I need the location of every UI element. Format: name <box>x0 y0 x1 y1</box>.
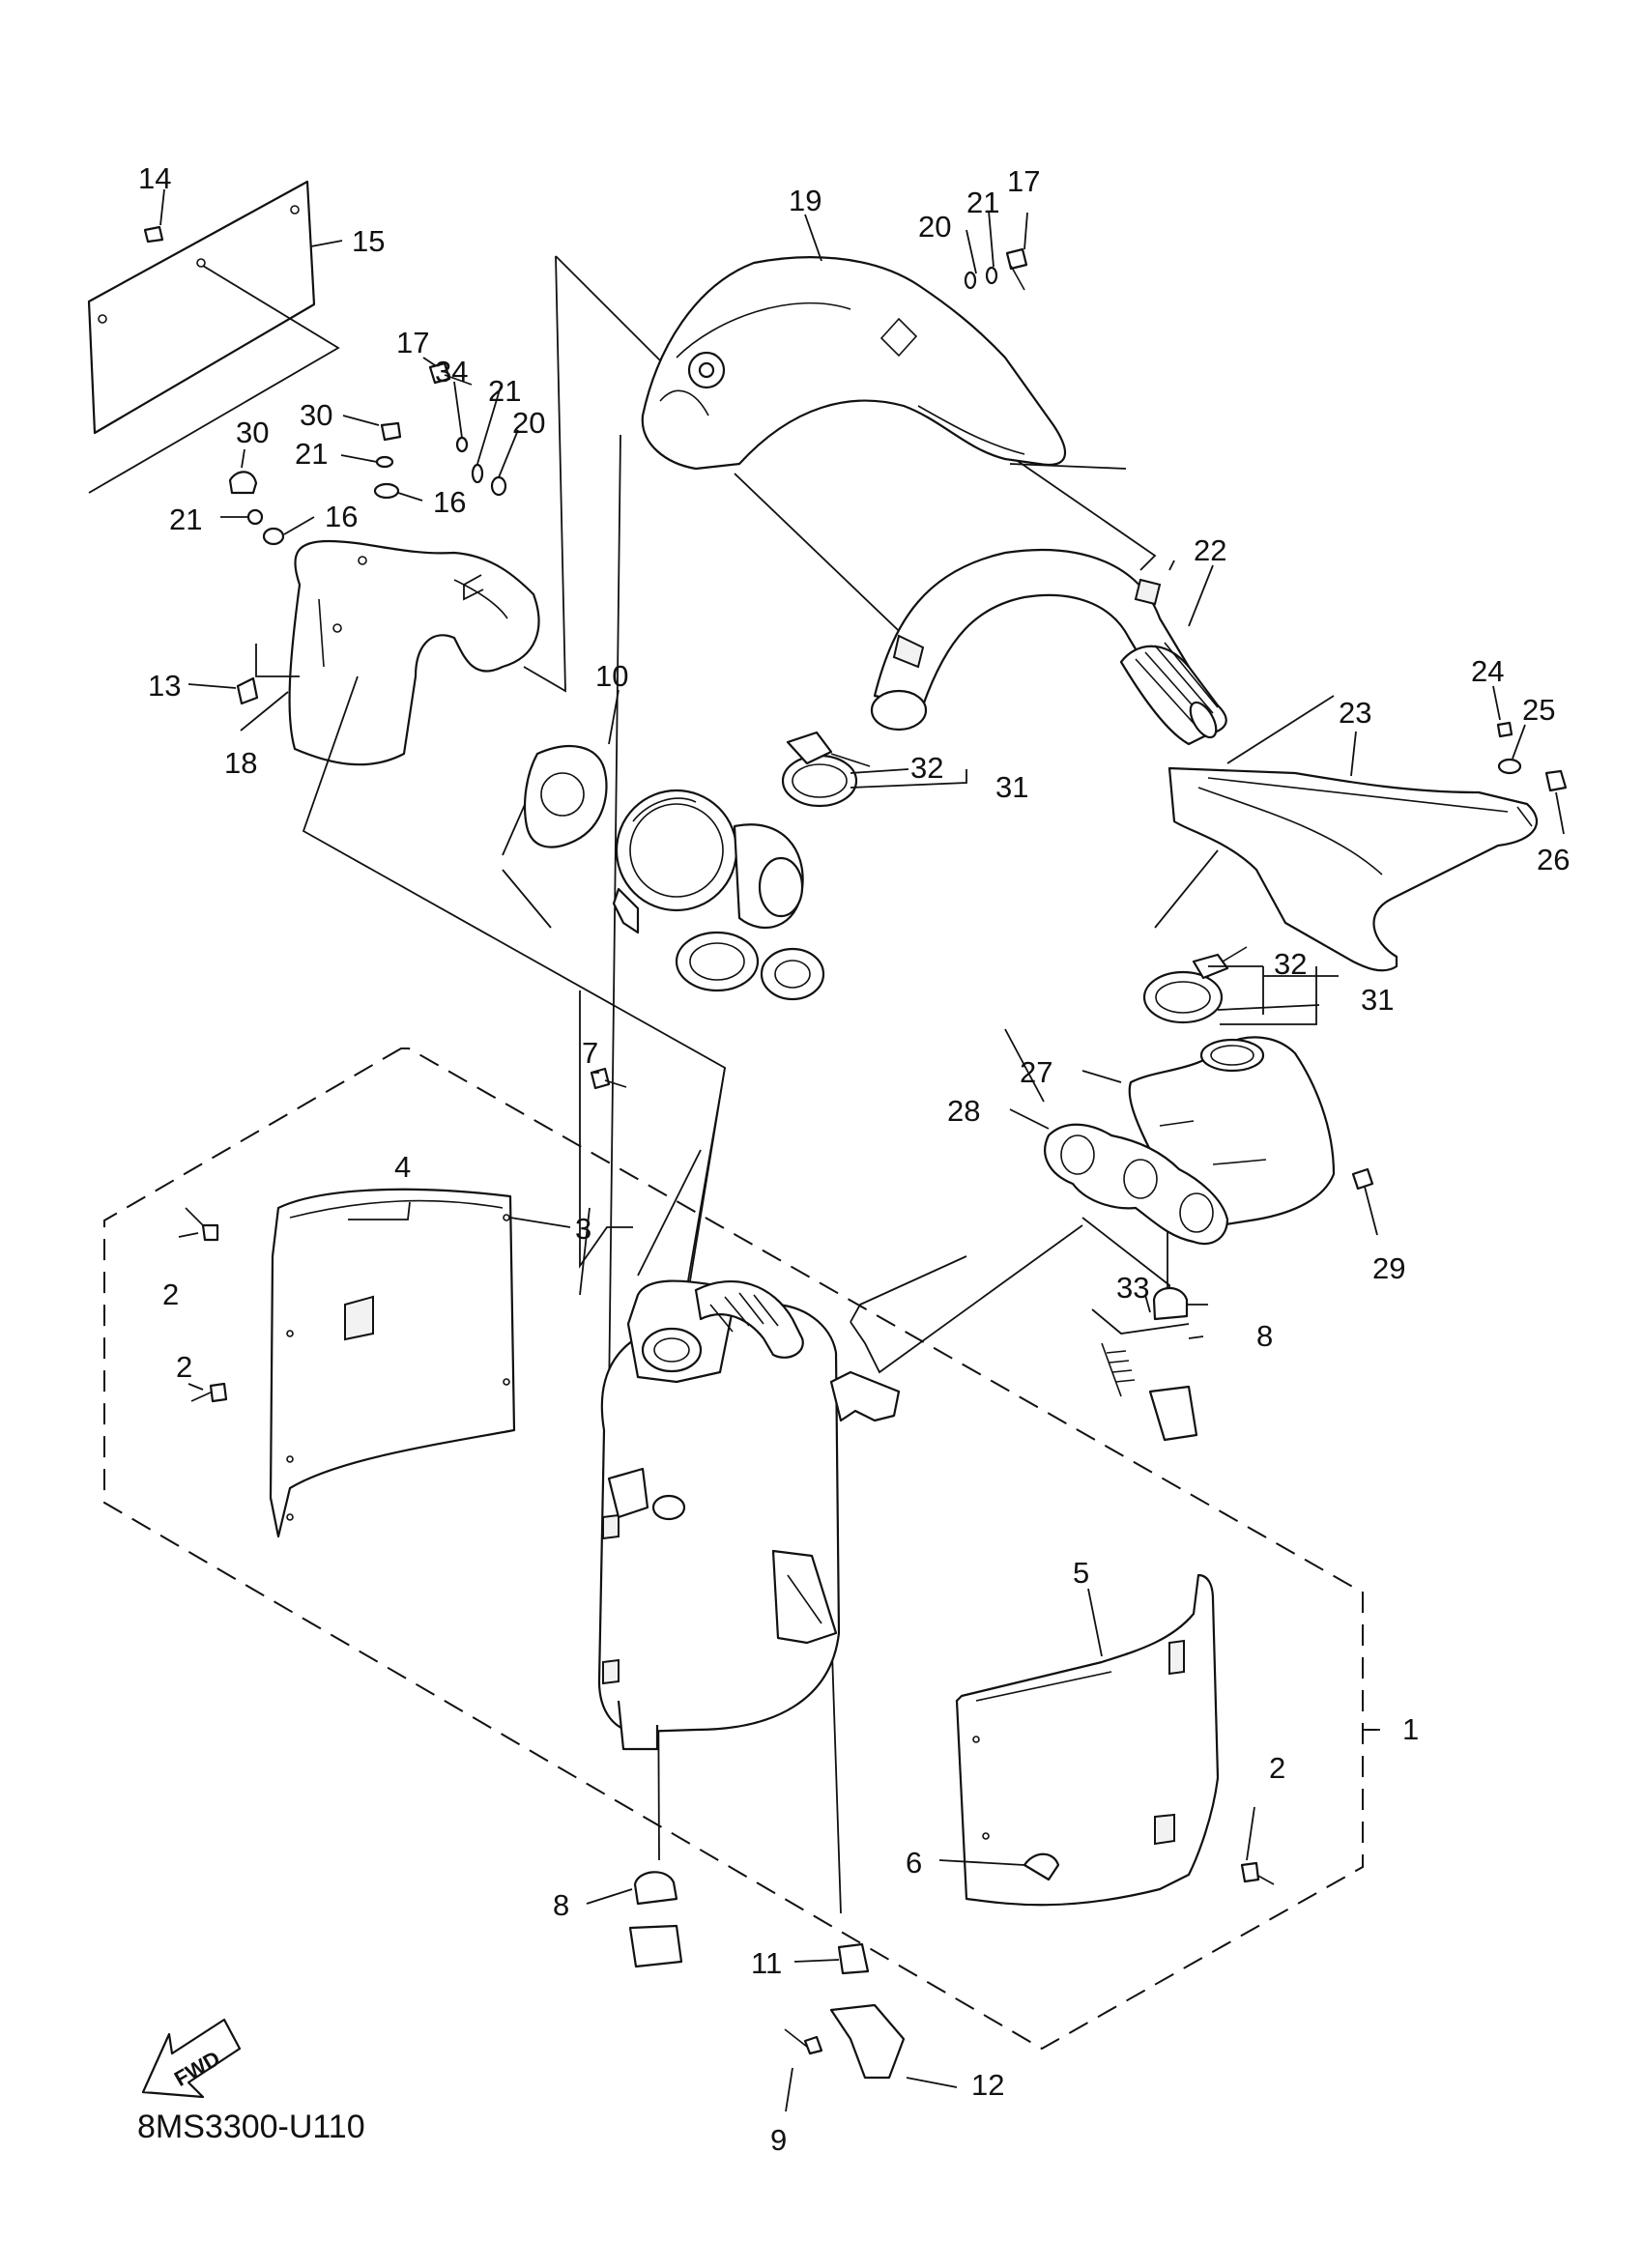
callout-8b: 8 <box>1256 1319 1273 1353</box>
callout-18: 18 <box>224 746 257 780</box>
callout-21a: 21 <box>966 186 999 219</box>
callout-2a: 2 <box>162 1278 179 1311</box>
forward-arrow: FWD <box>141 2018 242 2099</box>
callout-labels: 1 2 2 2 3 4 5 6 7 8 8 9 10 11 12 13 14 1… <box>138 161 1570 2157</box>
callout-21b: 21 <box>488 374 521 408</box>
v-band-clamp-lower <box>1142 946 1248 1024</box>
top-exhaust-cover <box>641 256 1067 471</box>
callout-24: 24 <box>1471 654 1504 688</box>
callout-14: 14 <box>138 161 171 195</box>
callout-32a: 32 <box>910 751 943 785</box>
diagram-code: 8MS3300-U110 <box>137 2109 365 2145</box>
v-band-clamp-upper <box>781 731 871 808</box>
callout-13: 13 <box>148 669 181 703</box>
callout-2b: 2 <box>176 1350 192 1384</box>
callout-16a: 16 <box>325 500 358 533</box>
callout-17a: 17 <box>396 326 429 359</box>
callout-22: 22 <box>1194 533 1226 567</box>
callout-9: 9 <box>770 2123 787 2157</box>
muffler-body <box>597 1279 901 1751</box>
callout-27: 27 <box>1020 1055 1052 1089</box>
callout-10: 10 <box>595 659 628 693</box>
reference-lines <box>302 255 1335 1914</box>
callout-1: 1 <box>1402 1712 1419 1746</box>
callout-20b: 20 <box>512 406 545 440</box>
small-fasteners <box>143 225 1568 2080</box>
callout-6: 6 <box>906 1846 922 1880</box>
callout-29: 29 <box>1372 1251 1405 1285</box>
exhaust-pipe <box>870 549 1227 746</box>
manifold-gasket <box>1044 1123 1229 1245</box>
callout-28: 28 <box>947 1094 980 1128</box>
callout-31a: 31 <box>995 770 1028 804</box>
callout-25: 25 <box>1522 693 1555 727</box>
callout-17b: 17 <box>1007 164 1040 198</box>
callout-21c: 21 <box>295 437 328 471</box>
callout-23: 23 <box>1339 696 1371 730</box>
callout-30a: 30 <box>300 398 332 432</box>
callout-30b: 30 <box>236 416 269 449</box>
callout-leaders <box>159 188 1565 2112</box>
manifold-heat-shield <box>1167 766 1538 972</box>
cover-plate <box>87 180 340 494</box>
callout-20a: 20 <box>918 210 951 244</box>
callout-32b: 32 <box>1274 947 1307 981</box>
turbo-heat-shield <box>255 539 540 766</box>
callout-19: 19 <box>789 184 822 217</box>
callout-2c: 2 <box>1269 1751 1285 1785</box>
callout-12: 12 <box>971 2068 1004 2102</box>
callout-8a: 8 <box>553 1888 569 1922</box>
callout-7: 7 <box>582 1036 598 1070</box>
callout-16b: 16 <box>433 485 466 519</box>
right-shield-panel <box>955 1573 1220 1907</box>
callout-4: 4 <box>394 1150 411 1184</box>
callout-15: 15 <box>352 224 385 258</box>
callout-31b: 31 <box>1361 983 1394 1017</box>
callout-33: 33 <box>1116 1271 1149 1305</box>
callout-5: 5 <box>1073 1556 1089 1590</box>
callout-11: 11 <box>751 1946 782 1980</box>
callout-26: 26 <box>1537 843 1570 876</box>
turbocharger <box>502 745 825 1001</box>
callout-34: 34 <box>435 355 468 388</box>
callout-3: 3 <box>575 1212 591 1246</box>
left-shield-panel <box>269 1188 516 1538</box>
callout-21d: 21 <box>169 502 202 536</box>
